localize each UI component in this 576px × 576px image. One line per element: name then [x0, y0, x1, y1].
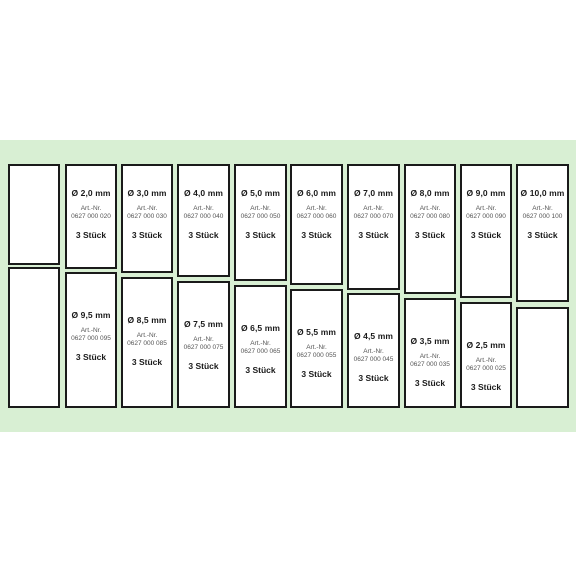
empty-compartment-left-bottom — [8, 267, 60, 408]
quantity-label: 3 Stück — [358, 373, 389, 383]
art-nr-label: Art.-Nr. — [136, 332, 158, 339]
art-nr-label: Art.-Nr. — [419, 353, 441, 360]
compartment-bottom-5: Ø 5,5 mm Art.-Nr. 0627 000 055 3 Stück — [290, 289, 343, 408]
diameter-label: Ø 4,0 mm — [183, 188, 224, 198]
compartment-bottom-1: Ø 9,5 mm Art.-Nr. 0627 000 095 3 Stück — [65, 272, 117, 408]
art-nr-value: 0627 000 080 — [410, 213, 450, 220]
quantity-label: 3 Stück — [188, 361, 219, 371]
quantity-label: 3 Stück — [414, 230, 446, 240]
art-nr-value: 0627 000 095 — [71, 335, 111, 342]
quantity-label: 3 Stück — [245, 230, 276, 240]
art-nr-value: 0627 000 060 — [296, 213, 337, 220]
insert-tray-panel: Ø 2,0 mm Art.-Nr. 0627 000 020 3 Stück Ø… — [0, 140, 576, 432]
quantity-label: 3 Stück — [470, 382, 502, 392]
compartment-bottom-6: Ø 4,5 mm Art.-Nr. 0627 000 045 3 Stück — [347, 293, 400, 408]
compartment-top-5: Ø 6,0 mm Art.-Nr. 0627 000 060 3 Stück — [290, 164, 343, 285]
empty-compartment-left-top — [8, 164, 60, 265]
diameter-label: Ø 10,0 mm — [520, 188, 565, 198]
art-nr-label: Art.-Nr. — [475, 205, 497, 212]
diameter-label: Ø 5,5 mm — [296, 327, 337, 337]
compartment-bottom-7: Ø 3,5 mm Art.-Nr. 0627 000 035 3 Stück — [404, 298, 456, 408]
art-nr-label: Art.-Nr. — [363, 348, 384, 355]
compartment-top-9: Ø 10,0 mm Art.-Nr. 0627 000 100 3 Stück — [516, 164, 569, 302]
compartment-top-4: Ø 5,0 mm Art.-Nr. 0627 000 050 3 Stück — [234, 164, 287, 281]
compartment-bottom-2: Ø 8,5 mm Art.-Nr. 0627 000 085 3 Stück — [121, 277, 173, 408]
diameter-label: Ø 9,0 mm — [466, 188, 506, 198]
art-nr-value: 0627 000 045 — [353, 356, 394, 363]
quantity-label: 3 Stück — [188, 230, 219, 240]
art-nr-label: Art.-Nr. — [475, 357, 497, 364]
art-nr-label: Art.-Nr. — [193, 336, 214, 343]
compartment-top-6: Ø 7,0 mm Art.-Nr. 0627 000 070 3 Stück — [347, 164, 400, 290]
diameter-label: Ø 3,0 mm — [127, 188, 167, 198]
quantity-label: 3 Stück — [301, 369, 332, 379]
quantity-label: 3 Stück — [75, 352, 107, 362]
quantity-label: 3 Stück — [131, 357, 163, 367]
art-nr-value: 0627 000 065 — [240, 348, 281, 355]
diameter-label: Ø 3,5 mm — [410, 336, 450, 346]
diameter-label: Ø 8,0 mm — [410, 188, 450, 198]
art-nr-label: Art.-Nr. — [80, 205, 102, 212]
quantity-label: 3 Stück — [75, 230, 107, 240]
art-nr-label: Art.-Nr. — [193, 205, 214, 212]
diameter-label: Ø 8,5 mm — [127, 315, 167, 325]
art-nr-label: Art.-Nr. — [306, 344, 327, 351]
diameter-label: Ø 4,5 mm — [353, 331, 394, 341]
diameter-label: Ø 7,0 mm — [353, 188, 394, 198]
diameter-label: Ø 6,0 mm — [296, 188, 337, 198]
quantity-label: 3 Stück — [131, 230, 163, 240]
art-nr-value: 0627 000 035 — [410, 361, 450, 368]
art-nr-label: Art.-Nr. — [306, 205, 327, 212]
diameter-label: Ø 9,5 mm — [71, 310, 111, 320]
diameter-label: Ø 2,0 mm — [71, 188, 111, 198]
compartment-bottom-8: Ø 2,5 mm Art.-Nr. 0627 000 025 3 Stück — [460, 302, 512, 408]
art-nr-label: Art.-Nr. — [419, 205, 441, 212]
art-nr-value: 0627 000 040 — [183, 213, 224, 220]
art-nr-value: 0627 000 055 — [296, 352, 337, 359]
compartment-top-7: Ø 8,0 mm Art.-Nr. 0627 000 080 3 Stück — [404, 164, 456, 294]
art-nr-value: 0627 000 050 — [240, 213, 281, 220]
quantity-label: 3 Stück — [527, 230, 558, 240]
art-nr-label: Art.-Nr. — [80, 327, 102, 334]
art-nr-label: Art.-Nr. — [250, 340, 271, 347]
diameter-label: Ø 6,5 mm — [240, 323, 281, 333]
art-nr-label: Art.-Nr. — [363, 205, 384, 212]
art-nr-value: 0627 000 085 — [127, 340, 167, 347]
quantity-label: 3 Stück — [414, 378, 446, 388]
art-nr-label: Art.-Nr. — [136, 205, 158, 212]
art-nr-label: Art.-Nr. — [250, 205, 271, 212]
quantity-label: 3 Stück — [470, 230, 502, 240]
compartment-top-3: Ø 4,0 mm Art.-Nr. 0627 000 040 3 Stück — [177, 164, 230, 277]
diameter-label: Ø 5,0 mm — [240, 188, 281, 198]
art-nr-value: 0627 000 075 — [183, 344, 224, 351]
empty-compartment-right-bottom — [516, 307, 569, 408]
compartment-bottom-4: Ø 6,5 mm Art.-Nr. 0627 000 065 3 Stück — [234, 285, 287, 408]
quantity-label: 3 Stück — [301, 230, 332, 240]
compartment-top-2: Ø 3,0 mm Art.-Nr. 0627 000 030 3 Stück — [121, 164, 173, 273]
art-nr-label: Art.-Nr. — [532, 205, 553, 212]
quantity-label: 3 Stück — [358, 230, 389, 240]
compartment-top-8: Ø 9,0 mm Art.-Nr. 0627 000 090 3 Stück — [460, 164, 512, 298]
art-nr-value: 0627 000 020 — [71, 213, 111, 220]
diameter-label: Ø 7,5 mm — [183, 319, 224, 329]
art-nr-value: 0627 000 070 — [353, 213, 394, 220]
compartment-bottom-3: Ø 7,5 mm Art.-Nr. 0627 000 075 3 Stück — [177, 281, 230, 408]
compartment-top-1: Ø 2,0 mm Art.-Nr. 0627 000 020 3 Stück — [65, 164, 117, 269]
art-nr-value: 0627 000 025 — [466, 365, 506, 372]
diameter-label: Ø 2,5 mm — [466, 340, 506, 350]
quantity-label: 3 Stück — [245, 365, 276, 375]
art-nr-value: 0627 000 090 — [466, 213, 506, 220]
art-nr-value: 0627 000 100 — [522, 213, 563, 220]
art-nr-value: 0627 000 030 — [127, 213, 167, 220]
